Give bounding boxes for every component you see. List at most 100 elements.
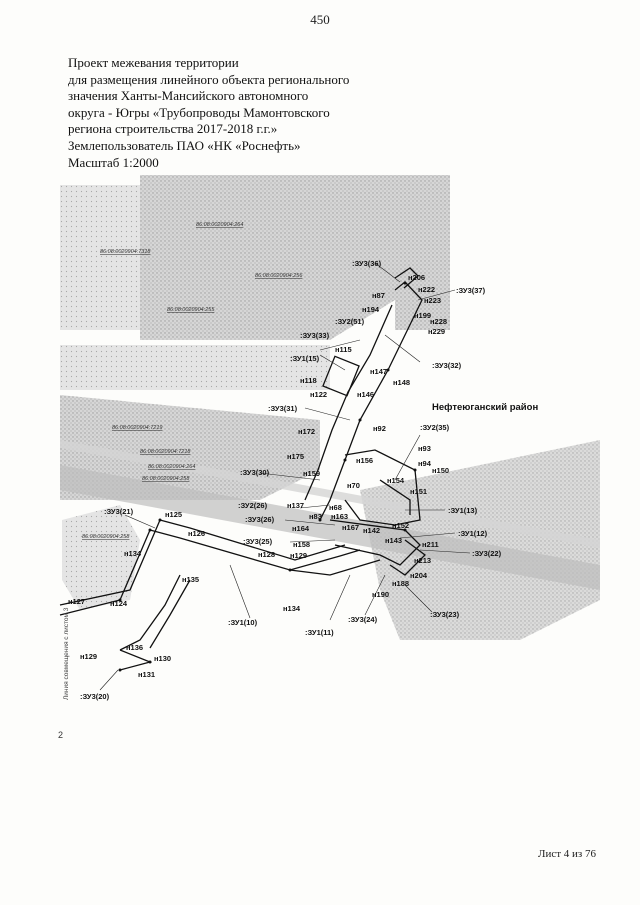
point-label: н156 [356, 456, 373, 465]
cadastral-number: 86:08:0020904:7318 [100, 249, 151, 255]
leader-line [394, 434, 421, 481]
point-label: н83 [309, 512, 322, 521]
vertex-point [413, 468, 417, 472]
point-label: н94 [418, 459, 432, 468]
parcel-rect [322, 355, 360, 397]
point-label: н115 [335, 345, 352, 354]
point-label: н151 [410, 487, 427, 496]
corridor-boundary [119, 649, 153, 671]
point-label: н150 [432, 466, 449, 475]
cadastral-number: 86:08:0020904:7218 [140, 449, 191, 455]
vertex-point [148, 528, 152, 532]
point-label: н213 [414, 556, 431, 565]
leader-line [319, 339, 361, 351]
parcel-label: :ЗУ3(26) [245, 515, 275, 524]
point-label: н188 [392, 579, 409, 588]
vertex-point [118, 668, 122, 672]
leader-line [329, 574, 351, 621]
parcel-label: :ЗУ1(11) [305, 628, 334, 637]
point-label: н92 [373, 424, 386, 433]
parcel-label: :ЗУ3(23) [430, 610, 460, 619]
leader-line [399, 532, 456, 539]
leader-line [284, 519, 336, 526]
point-label: н126 [188, 529, 205, 538]
parcel-label: :ЗУ2(35) [420, 423, 450, 432]
point-label: н129 [80, 652, 97, 661]
cadastral-number: 86:08:0020904:264 [196, 222, 243, 228]
cadastral-number: 86:08:0020904:258 [142, 476, 190, 482]
vertex-point [403, 281, 407, 285]
vertex-point [358, 418, 362, 422]
parcel-label: :ЗУ3(32) [432, 361, 462, 370]
vertex-point [118, 598, 122, 602]
parcel-label: :ЗУ1(10) [228, 618, 258, 627]
leader-line [99, 669, 119, 691]
page-number: 450 [310, 12, 330, 27]
parcel-label: :ЗУ1(12) [458, 529, 488, 538]
leader-line [124, 514, 156, 529]
terrain-base [60, 175, 600, 640]
road-band [60, 440, 600, 548]
point-label: н147 [370, 367, 387, 376]
vertex-point [158, 518, 162, 522]
vertex-point [288, 568, 292, 572]
point-label: н190 [372, 590, 389, 599]
parcel-label: :ЗУ2(26) [238, 501, 268, 510]
parcel-label: :ЗУ3(20) [80, 692, 110, 701]
cadastral-number: 86:08:0020904:255 [167, 307, 215, 313]
point-label: н125 [165, 510, 182, 519]
point-label: н127 [68, 597, 85, 606]
leader-line [374, 262, 401, 283]
corridor-boundary [344, 449, 421, 526]
leader-line [299, 504, 331, 509]
cadastral-number: 86:08:0020904:264 [148, 464, 195, 470]
title-line: округа - Югры «Трубопроводы Мамонтовског… [68, 104, 330, 120]
leader-line [304, 407, 351, 421]
corridor-boundary [389, 539, 426, 576]
point-label: н158 [293, 540, 310, 549]
point-label: н194 [362, 305, 380, 314]
point-label: н131 [138, 670, 155, 679]
cadastral-labels: 86:08:0020904:264 86:08:0020904:7318 86:… [82, 222, 303, 540]
leader-line [229, 564, 251, 619]
cadastral-number: 86:08:0020904:258 [82, 534, 130, 540]
parcel-label: :ЗУ3(24) [348, 615, 378, 624]
parcel-labels: :ЗУ3(36) :ЗУ3(37) :ЗУ2(51) :ЗУ3(33) :ЗУ1… [80, 259, 502, 701]
parcel-label: :ЗУ2(51) [335, 317, 365, 326]
point-label: н143 [385, 536, 402, 545]
district-label: Нефтеюганский район [432, 402, 538, 413]
leader-line [384, 334, 421, 363]
point-label: н68 [329, 503, 342, 512]
point-label: н118 [300, 376, 317, 385]
vertex-point [343, 458, 347, 462]
point-label: н211 [422, 540, 439, 549]
parcel-label: :ЗУ1(13) [448, 506, 478, 515]
pipeline-corridor [59, 267, 426, 671]
point-label: н87 [372, 291, 385, 300]
corridor-boundary [59, 519, 161, 606]
parcel-label: :ЗУ3(22) [472, 549, 502, 558]
point-label: н146 [357, 390, 374, 399]
leader-line [259, 472, 321, 481]
terrain-area [360, 440, 600, 640]
point-label: н129 [290, 551, 307, 560]
vertex-points [118, 281, 417, 672]
corridor-boundary [289, 559, 381, 576]
scale-line: Масштаб 1:2000 [68, 154, 159, 170]
vertex-point [386, 368, 390, 372]
leader-line [364, 574, 386, 616]
point-label: н163 [331, 512, 348, 521]
title-line: для размещения линейного объекта региона… [68, 71, 350, 87]
parcel-label: :ЗУ3(30) [240, 468, 270, 477]
point-label: н172 [298, 427, 315, 436]
terrain-area [62, 505, 140, 610]
point-label: н199 [414, 311, 431, 320]
title-line: значения Ханты-Мансийского автономного [68, 88, 309, 104]
point-label: н134 [124, 549, 142, 558]
parcel-label: :ЗУ3(36) [352, 259, 382, 268]
point-label: н128 [258, 550, 275, 559]
point-label: н70 [347, 481, 360, 490]
note-mark: 2 [58, 730, 64, 740]
point-label: н93 [418, 444, 431, 453]
point-label: н175 [287, 452, 304, 461]
